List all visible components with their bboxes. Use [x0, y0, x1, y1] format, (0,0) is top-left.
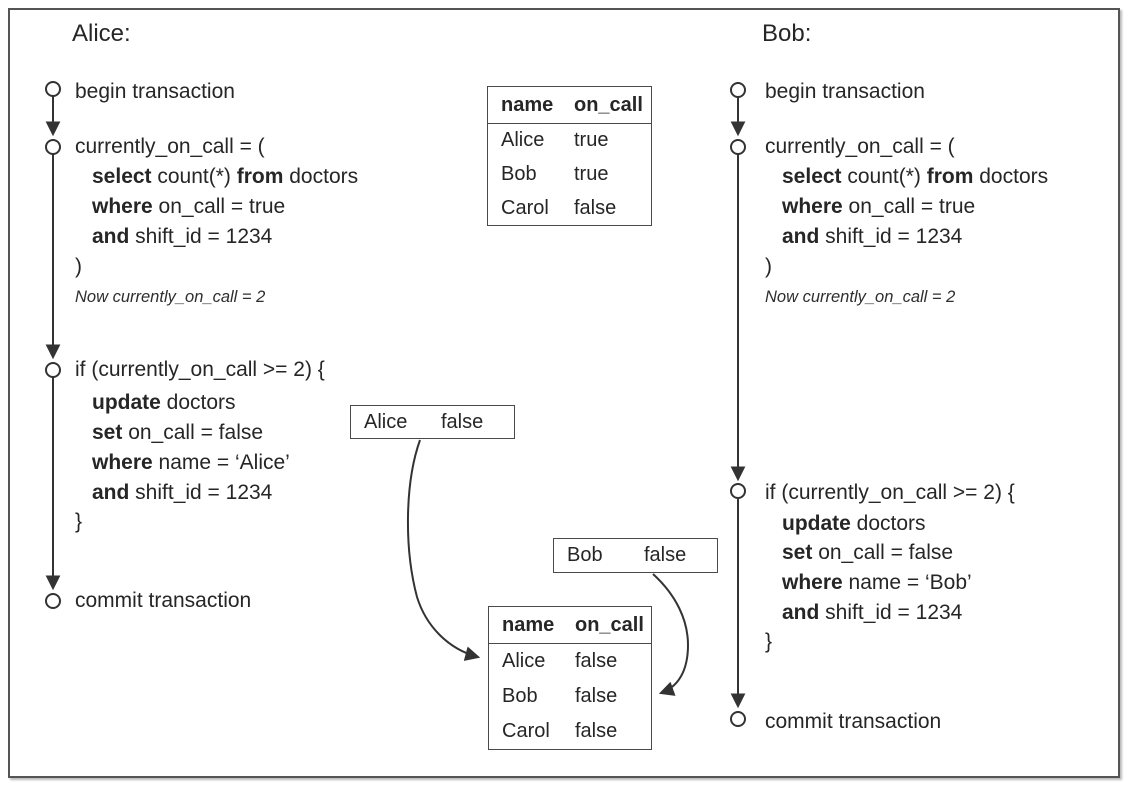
- alice-where-line: where on_call = true: [92, 196, 285, 217]
- doctors-table-initial: name on_call Alice true Bob true Carol f…: [487, 86, 652, 226]
- cell-on-call: false: [575, 650, 618, 672]
- cell-on-call: false: [575, 720, 618, 742]
- keyword-where: where: [782, 571, 843, 594]
- keyword-select: select: [782, 165, 842, 188]
- keyword-select: select: [92, 165, 152, 188]
- keyword-and: and: [92, 481, 130, 504]
- bob-select-line: select count(*) from doctors: [782, 166, 1048, 187]
- bob-set-line: set on_call = false: [782, 542, 953, 563]
- alice-update-record-box: Alice false: [350, 405, 515, 439]
- keyword-and: and: [782, 225, 820, 248]
- and-text: shift_id = 1234: [819, 225, 963, 248]
- alice-set-line: set on_call = false: [92, 422, 263, 443]
- cell-on-call: true: [574, 163, 609, 185]
- alice-if-line: if (currently_on_call >= 2) {: [75, 358, 325, 381]
- column-header-on-call: on_call: [574, 93, 643, 116]
- set-text: on_call = false: [812, 541, 954, 564]
- alice-and2-line: and shift_id = 1234: [92, 482, 272, 503]
- column-header-name: name: [501, 93, 554, 116]
- where2-text: name = ‘Alice’: [152, 451, 290, 474]
- bob-assign-line: currently_on_call = (: [765, 135, 955, 158]
- update-text: doctors: [160, 391, 236, 414]
- bob-update-line: update doctors: [782, 513, 926, 534]
- table-header-row: name on_call: [488, 87, 651, 124]
- keyword-from: from: [236, 165, 284, 188]
- keyword-update: update: [92, 391, 161, 414]
- and-text: shift_id = 1234: [129, 225, 273, 248]
- record-name: Bob: [567, 544, 603, 566]
- record-value: false: [644, 544, 687, 566]
- bob-and2-line: and shift_id = 1234: [782, 602, 962, 623]
- doctors-table-final: name on_call Alice false Bob false Carol…: [488, 606, 652, 750]
- alice-close-paren: ): [75, 255, 82, 278]
- select-text: count(*): [841, 165, 927, 188]
- cell-name: Carol: [501, 196, 549, 219]
- bob-if-line: if (currently_on_call >= 2) {: [765, 481, 1015, 504]
- alice-begin-transaction: begin transaction: [75, 80, 235, 103]
- alice-and-line: and shift_id = 1234: [92, 226, 272, 247]
- table-header-row: name on_call: [489, 607, 651, 644]
- and2-text: shift_id = 1234: [819, 601, 963, 624]
- from-text: doctors: [973, 165, 1049, 188]
- keyword-set: set: [92, 421, 123, 444]
- bob-commit-transaction: commit transaction: [765, 710, 942, 733]
- bob-begin-transaction: begin transaction: [765, 80, 925, 103]
- table-row: Bob false: [489, 679, 651, 714]
- from-text: doctors: [283, 165, 359, 188]
- keyword-where: where: [92, 451, 153, 474]
- bob-where2-line: where name = ‘Bob’: [782, 572, 972, 593]
- bob-title: Bob:: [762, 20, 812, 47]
- keyword-and: and: [92, 225, 130, 248]
- keyword-where: where: [782, 195, 843, 218]
- cell-on-call: true: [574, 129, 609, 152]
- bob-note: Now currently_on_call = 2: [765, 288, 956, 306]
- update-text: doctors: [850, 512, 926, 535]
- column-header-name: name: [502, 613, 555, 636]
- keyword-where: where: [92, 195, 153, 218]
- bob-close-brace: }: [765, 630, 773, 653]
- alice-title: Alice:: [72, 20, 131, 47]
- cell-name: Alice: [502, 650, 546, 672]
- alice-select-line: select count(*) from doctors: [92, 166, 358, 187]
- where-text: on_call = true: [842, 195, 976, 218]
- cell-on-call: false: [575, 685, 618, 707]
- keyword-from: from: [926, 165, 974, 188]
- alice-update-line: update doctors: [92, 392, 236, 413]
- table-row: Alice true: [488, 124, 651, 158]
- keyword-and: and: [782, 601, 820, 624]
- cell-name: Bob: [502, 685, 538, 707]
- table-row: Carol false: [488, 191, 651, 225]
- alice-close-brace: }: [75, 510, 83, 533]
- keyword-set: set: [782, 541, 813, 564]
- set-text: on_call = false: [122, 421, 264, 444]
- bob-and-line: and shift_id = 1234: [782, 226, 962, 247]
- alice-assign-line: currently_on_call = (: [75, 135, 265, 158]
- bob-update-record-box: Bob false: [553, 538, 718, 573]
- bob-where-line: where on_call = true: [782, 196, 975, 217]
- alice-where2-line: where name = ‘Alice’: [92, 452, 290, 473]
- cell-name: Alice: [501, 129, 545, 152]
- alice-note: Now currently_on_call = 2: [75, 288, 266, 306]
- select-text: count(*): [151, 165, 237, 188]
- column-header-on-call: on_call: [575, 613, 644, 636]
- table-row: Bob true: [488, 158, 651, 192]
- keyword-update: update: [782, 512, 851, 535]
- and2-text: shift_id = 1234: [129, 481, 273, 504]
- bob-close-paren: ): [765, 255, 772, 278]
- alice-commit-transaction: commit transaction: [75, 589, 252, 612]
- cell-on-call: false: [574, 196, 617, 219]
- table-row: Alice false: [489, 644, 651, 679]
- cell-name: Carol: [502, 720, 550, 742]
- record-value: false: [441, 410, 484, 433]
- record-name: Alice: [364, 410, 408, 433]
- cell-name: Bob: [501, 163, 537, 185]
- where-text: on_call = true: [152, 195, 286, 218]
- where2-text: name = ‘Bob’: [842, 571, 972, 594]
- table-row: Carol false: [489, 714, 651, 749]
